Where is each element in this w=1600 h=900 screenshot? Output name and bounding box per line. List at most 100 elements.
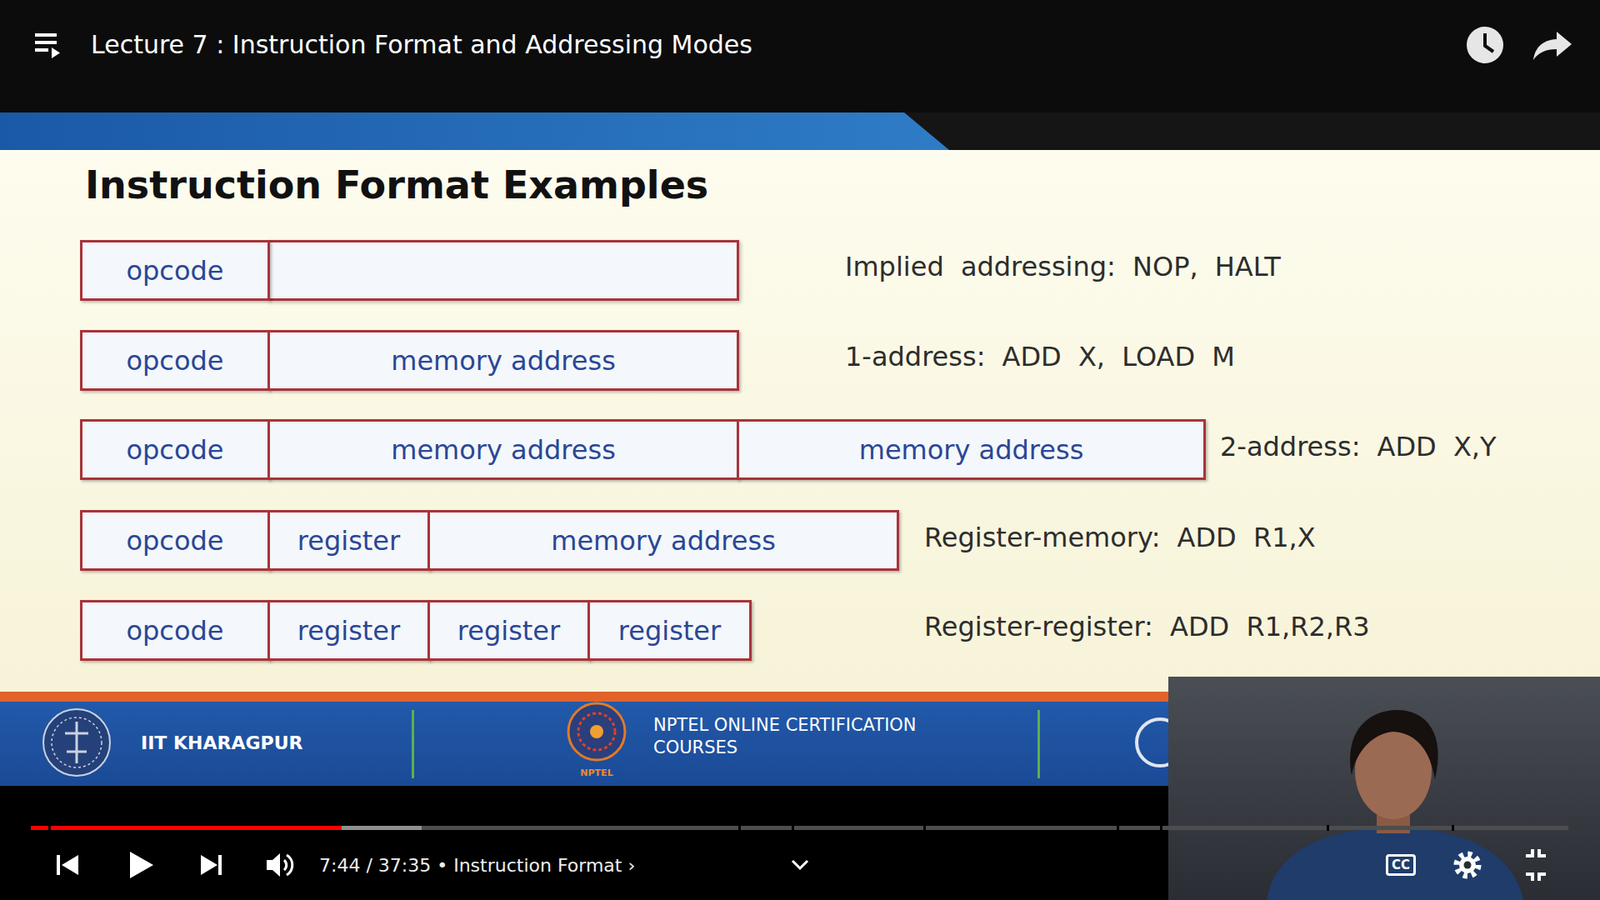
course-banner: NPTEL ONLINE CERTIFICATION COURSES xyxy=(653,714,937,760)
iit-logo xyxy=(43,709,110,776)
slide-title: Instruction Format Examples xyxy=(85,162,709,208)
instruction-field: register xyxy=(267,510,430,571)
chapter-chevron xyxy=(792,860,808,869)
play-button xyxy=(130,851,154,879)
playlist-icon xyxy=(35,48,49,52)
share-icon xyxy=(1533,31,1572,60)
settings-gear xyxy=(1456,854,1479,876)
settings-gear xyxy=(1456,854,1479,876)
captions-button: CC xyxy=(1385,854,1416,876)
webcam-inset xyxy=(1266,829,1524,900)
top-bar xyxy=(0,0,1600,113)
field-name: opcode xyxy=(125,255,224,287)
previous-button xyxy=(56,855,79,875)
previous-button xyxy=(61,855,79,875)
playlist-icon xyxy=(35,33,57,37)
instruction-field: memory address xyxy=(736,419,1206,480)
exit-fullscreen xyxy=(1525,849,1533,856)
volume-button xyxy=(286,855,293,875)
instruction-field: memory address xyxy=(267,330,740,391)
instruction-field: opcode xyxy=(80,419,270,480)
instruction-field: memory address xyxy=(427,510,900,571)
progress-bar xyxy=(738,825,741,831)
field-name: register xyxy=(618,615,721,647)
progress-bar xyxy=(1451,825,1455,831)
instruction-field: opcode xyxy=(80,240,270,301)
field-name: register xyxy=(297,525,400,557)
instruction-field: memory address xyxy=(267,419,740,480)
webcam-inset xyxy=(1168,676,1600,900)
exit-fullscreen xyxy=(1525,849,1546,881)
instruction-field: opcode xyxy=(80,330,270,391)
slide-ground xyxy=(0,150,1600,692)
volume-button xyxy=(266,853,293,877)
chapter-chevron xyxy=(792,860,808,869)
nptel-logo xyxy=(568,703,625,760)
play-button xyxy=(130,851,154,879)
next-button xyxy=(218,855,222,875)
exit-fullscreen xyxy=(1539,874,1546,881)
next-button xyxy=(200,855,218,875)
nptel-logo xyxy=(568,703,625,760)
settings-gear xyxy=(1464,861,1472,870)
webcam-inset xyxy=(1168,676,1600,900)
progress-bar xyxy=(30,825,1569,830)
field-name: opcode xyxy=(125,345,224,377)
progress-bar xyxy=(791,825,795,831)
field-name: memory address xyxy=(390,434,616,466)
empty-field xyxy=(269,241,739,300)
nptel-logo xyxy=(590,725,604,739)
instruction-field: register xyxy=(587,600,752,661)
iit-logo xyxy=(65,721,89,764)
playlist-icon xyxy=(35,33,60,59)
field-name: memory address xyxy=(390,345,616,377)
progress-bar xyxy=(923,825,926,831)
progress-bar xyxy=(48,825,51,831)
iit-logo xyxy=(43,709,110,776)
instruction-field: opcode xyxy=(80,510,270,571)
instruction-field: register xyxy=(267,600,430,661)
blue-stripe xyxy=(0,112,950,150)
watch-later-icon xyxy=(1485,33,1494,52)
field-name: memory address xyxy=(550,525,776,557)
footer-separator xyxy=(411,710,415,779)
nptel-logo xyxy=(578,713,615,750)
instruction-field: opcode xyxy=(80,600,270,661)
iit-logo xyxy=(51,717,102,768)
playlist-icon xyxy=(35,40,57,45)
progress-bar xyxy=(30,825,342,830)
watch-later-icon xyxy=(1466,26,1504,64)
progress-bar xyxy=(1160,825,1163,831)
next-button xyxy=(200,855,222,875)
playlist-icon xyxy=(51,47,60,59)
video-title: Lecture 7 : Instruction Format and Addre… xyxy=(90,30,753,60)
field-name: opcode xyxy=(125,615,224,647)
progress-bar xyxy=(341,825,422,830)
institute-name: IIT KHARAGPUR xyxy=(140,732,303,754)
field-name: opcode xyxy=(125,525,224,557)
previous-button xyxy=(56,855,60,875)
header-band xyxy=(0,112,1600,150)
webcam-inset xyxy=(1350,710,1438,780)
field-name: register xyxy=(297,615,400,647)
settings-gear xyxy=(1459,856,1476,874)
instruction-field: register xyxy=(427,600,590,661)
field-name: register xyxy=(457,615,560,647)
share-icon xyxy=(1533,31,1572,60)
watch-later-icon xyxy=(1466,26,1504,64)
format-description: 1-address: ADD X, LOAD M xyxy=(845,340,1235,373)
exit-fullscreen xyxy=(1539,849,1546,856)
volume-button xyxy=(266,853,280,877)
logo-caption: NPTEL xyxy=(580,767,613,779)
footer-separator xyxy=(1037,710,1040,779)
format-description: 2-address: ADD X,Y xyxy=(1220,430,1497,463)
field-name: opcode xyxy=(125,434,224,466)
exit-fullscreen xyxy=(1525,874,1533,881)
format-description: Register-memory: ADD R1,X xyxy=(924,521,1316,554)
volume-button xyxy=(284,860,287,870)
progress-bar xyxy=(1116,825,1120,831)
format-description: Register-register: ADD R1,R2,R3 xyxy=(924,610,1370,643)
format-description: Implied addressing: NOP, HALT xyxy=(845,250,1281,283)
time-display: 7:44 / 37:35 • Instruction Format › xyxy=(319,855,635,876)
